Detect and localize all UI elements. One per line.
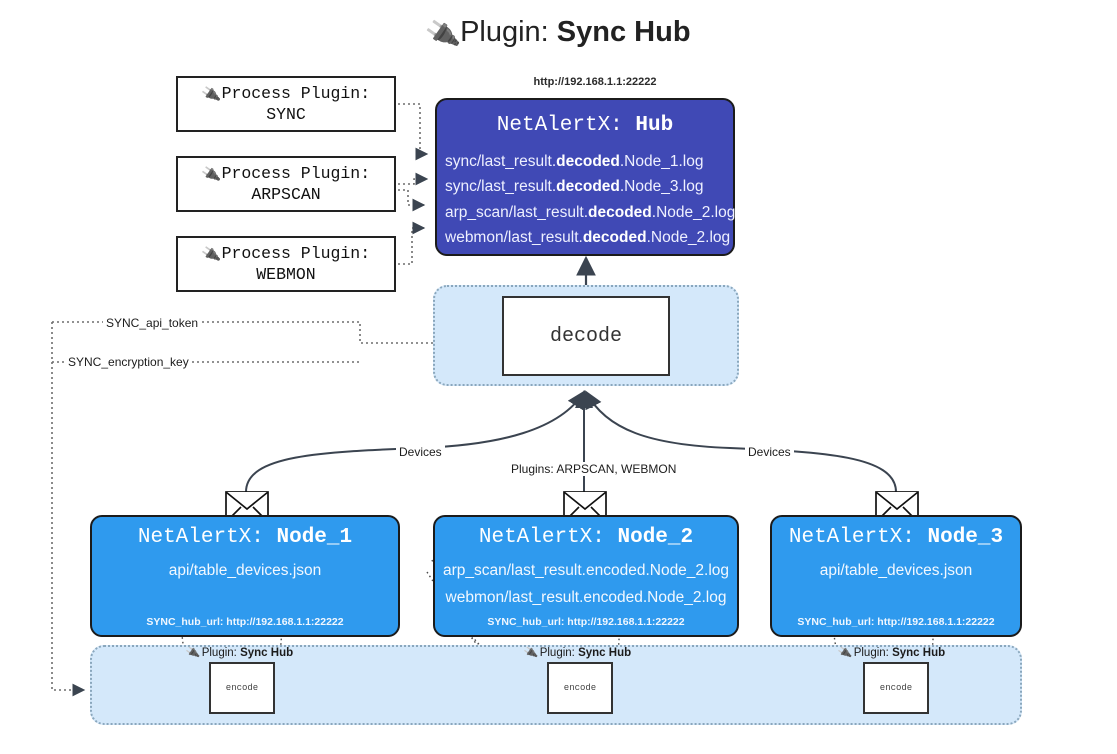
process-plugin-name: ARPSCAN (251, 185, 321, 205)
process-plugin-label: Process Plugin: (221, 83, 371, 103)
page-title-name: Sync Hub (556, 16, 691, 48)
hub-log-row: sync/last_result.decoded.Node_3.log (445, 178, 704, 196)
hub-log-row: sync/last_result.decoded.Node_1.log (445, 153, 704, 170)
edge-label-encryption-key: SYNC_encryption_key (65, 355, 192, 369)
hub-header-name: Hub (635, 114, 674, 137)
hub-url-label: http://192.168.1.1:22222 (533, 76, 657, 88)
encode-box-3[interactable]: encode (863, 662, 929, 714)
node-box-node-3[interactable]: NetAlertX: Node_3 api/table_devices.json… (770, 515, 1022, 637)
plug-icon: 🔌 (200, 244, 222, 265)
node-box-node-1[interactable]: NetAlertX: Node_1 api/table_devices.json… (90, 515, 400, 637)
process-plugin-name: SYNC (266, 105, 306, 125)
process-plugin-name: WEBMON (256, 265, 316, 285)
encoder-plugin-label-2: 🔌Plugin: Sync Hub (523, 645, 632, 661)
plug-icon: 🔌 (200, 84, 222, 105)
plug-icon: 🔌 (185, 645, 201, 661)
hub-header-prefix: NetAlertX: (496, 114, 623, 137)
encoder-plugin-label-1: 🔌Plugin: Sync Hub (185, 645, 294, 661)
encoder-plugin-label-3: 🔌Plugin: Sync Hub (837, 645, 946, 661)
hub-log-list: sync/last_result.decoded.Node_1.log sync… (437, 149, 736, 250)
node-box-node-2[interactable]: NetAlertX: Node_2 arp_scan/last_result.e… (433, 515, 739, 637)
process-plugin-box-arpscan[interactable]: 🔌Process Plugin: ARPSCAN (176, 156, 396, 212)
node-line: arp_scan/last_result.encoded.Node_2.log (442, 562, 730, 579)
decode-box[interactable]: decode (502, 296, 670, 376)
node-header: NetAlertX: Node_3 (788, 526, 1004, 549)
node-header: NetAlertX: Node_2 (478, 526, 694, 549)
edge-label-devices-left: Devices (396, 445, 445, 459)
plug-icon: 🔌 (424, 16, 463, 52)
node-footer: SYNC_hub_url: http://192.168.1.1:22222 (797, 616, 995, 628)
process-plugin-line1: 🔌Process Plugin: (200, 163, 371, 185)
process-plugin-line1: 🔌Process Plugin: (200, 83, 371, 105)
process-plugin-box-webmon[interactable]: 🔌Process Plugin: WEBMON (176, 236, 396, 292)
plug-icon: 🔌 (200, 164, 222, 185)
process-plugin-label: Process Plugin: (221, 163, 371, 183)
hub-log-row: webmon/last_result.decoded.Node_2.log (445, 228, 731, 246)
hub-node[interactable]: NetAlertX: Hub sync/last_result.decoded.… (435, 98, 735, 256)
process-plugin-label: Process Plugin: (221, 243, 371, 263)
hub-header: NetAlertX: Hub (437, 114, 733, 137)
node-footer: SYNC_hub_url: http://192.168.1.1:22222 (146, 616, 344, 628)
edge-label-devices-right: Devices (745, 445, 794, 459)
node-footer: SYNC_hub_url: http://192.168.1.1:22222 (487, 616, 685, 628)
encode-box-1[interactable]: encode (209, 662, 275, 714)
page-title-prefix: Plugin: (460, 16, 549, 48)
process-plugin-line1: 🔌Process Plugin: (200, 243, 371, 265)
node-line: webmon/last_result.encoded.Node_2.log (445, 589, 727, 607)
node-line: api/table_devices.json (819, 562, 973, 579)
edge-label-plugins: Plugins: ARPSCAN, WEBMON (508, 462, 680, 476)
node-header: NetAlertX: Node_1 (137, 526, 353, 549)
hub-log-row: arp_scan/last_result.decoded.Node_2.log (445, 203, 736, 221)
edge-label-api-token: SYNC_api_token (103, 316, 202, 330)
process-plugin-box-sync[interactable]: 🔌Process Plugin: SYNC (176, 76, 396, 132)
encode-box-2[interactable]: encode (547, 662, 613, 714)
plug-icon: 🔌 (837, 645, 853, 661)
node-line: api/table_devices.json (168, 562, 322, 579)
page-title: 🔌Plugin: Sync Hub (0, 16, 1117, 52)
plug-icon: 🔌 (523, 645, 539, 661)
